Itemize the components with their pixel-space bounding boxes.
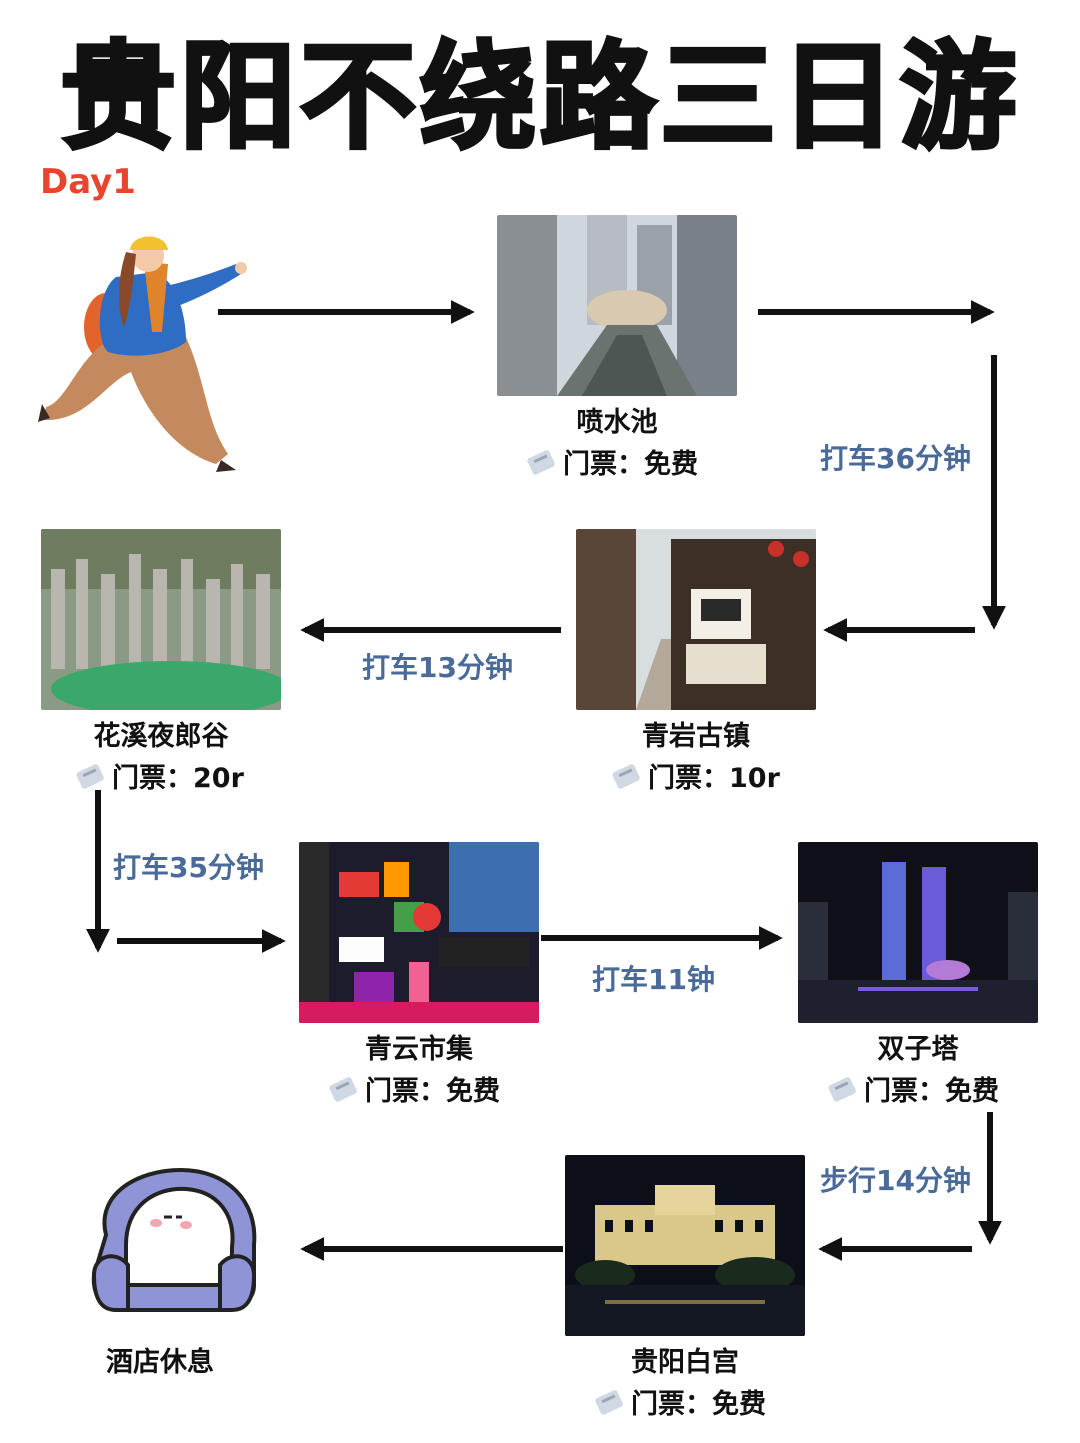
spot-name: 喷水池 [576,407,658,438]
ticket-info: 门票：10r [612,756,780,795]
ticket-text: 门票：免费 [864,1076,999,1107]
ticket-icon [828,1076,858,1102]
route-label: 打车13分钟 [362,651,513,684]
photo-penshuichi [497,215,737,396]
ticket-icon [612,763,642,789]
photo-shuangzita [798,842,1038,1023]
spot-name: 花溪夜郎谷 [93,721,229,752]
page-title: 贵阳不绕路三日游 [58,28,1020,167]
sofa-mascot-illustration [86,1165,262,1315]
ticket-icon [595,1389,625,1415]
ticket-info: 门票：免费 [527,442,698,481]
ticket-text: 门票：10r [648,763,780,794]
ticket-info: 门票：免费 [329,1069,500,1108]
route-label: 步行14分钟 [820,1164,971,1197]
spot-name: 贵阳白宫 [631,1347,739,1378]
ticket-text: 门票：20r [112,763,244,794]
route-label: 打车36分钟 [820,442,971,475]
route-label: 打车11钟 [592,963,715,996]
ticket-info: 门票：免费 [595,1382,766,1421]
ticket-icon [329,1076,359,1102]
route-label: 打车35分钟 [113,851,264,884]
ticket-text: 门票：免费 [365,1076,500,1107]
ticket-icon [76,763,106,789]
photo-qingyun [299,842,539,1023]
spot-name: 青岩古镇 [642,721,750,752]
day-label: Day1 [40,162,136,202]
photo-baigong [565,1155,805,1336]
photo-huaxi [41,529,281,710]
spot-name: 双子塔 [877,1034,959,1065]
traveler-illustration [36,232,256,477]
ticket-text: 门票：免费 [631,1389,766,1420]
spot-name: 青云市集 [365,1034,473,1065]
ticket-text: 门票：免费 [563,449,698,480]
ticket-info: 门票：20r [76,756,244,795]
photo-qingyan [576,529,816,710]
ticket-icon [527,449,557,475]
end-label: 酒店休息 [106,1347,214,1378]
ticket-info: 门票：免费 [828,1069,999,1108]
